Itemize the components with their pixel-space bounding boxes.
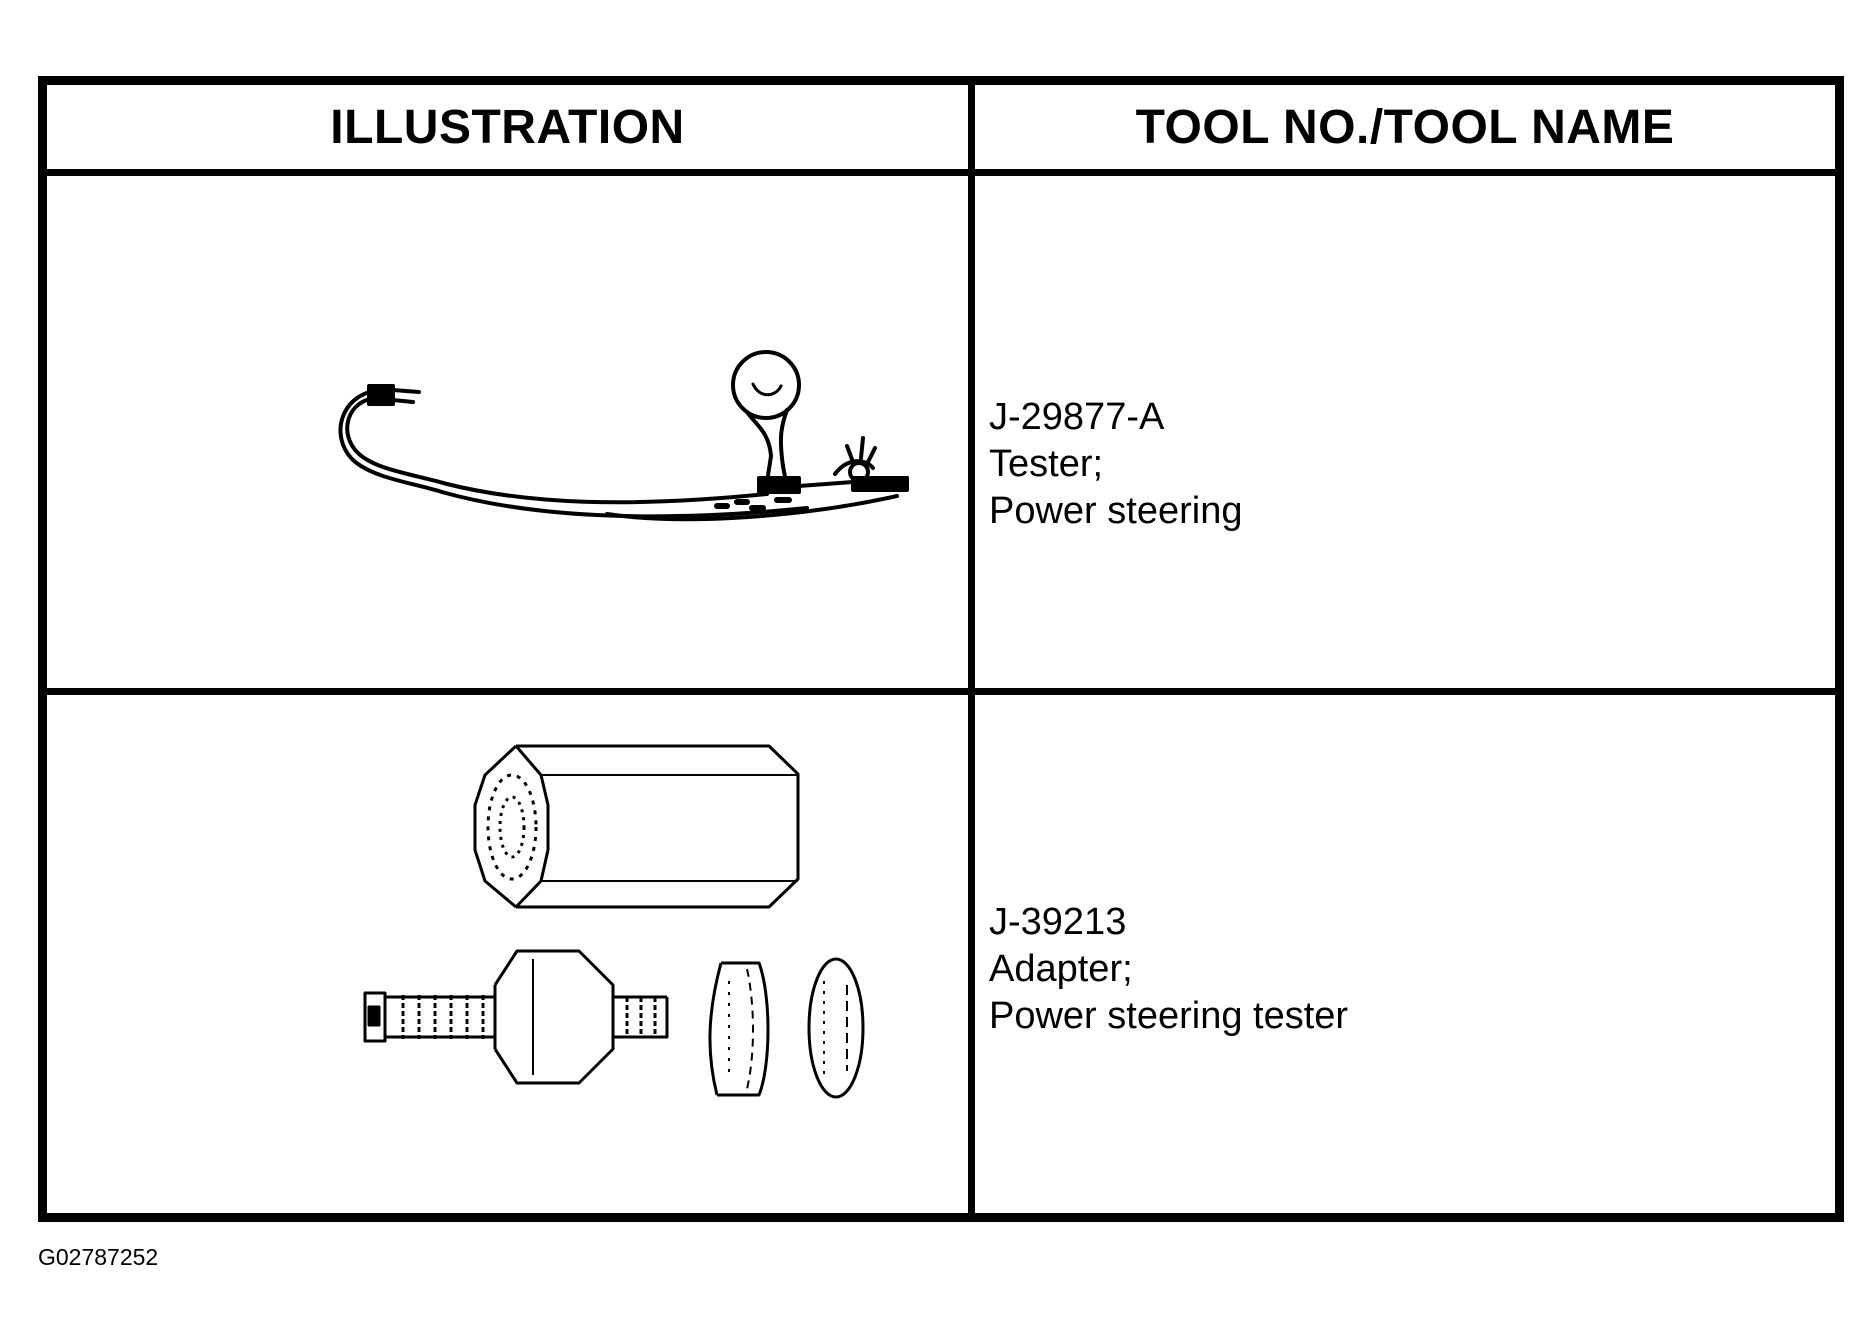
tool-number: J-29877-A (989, 396, 1165, 438)
tool-number: J-39213 (989, 900, 1127, 943)
tool-name-line2: Power steering (989, 490, 1243, 532)
header-illustration-cell: ILLUSTRATION (47, 85, 975, 176)
tool-name-line1: Tester; (989, 443, 1104, 485)
special-tools-table: ILLUSTRATION TOOL NO./TOOL NAME (38, 76, 1844, 1222)
header-tool-name: TOOL NO./TOOL NAME (1135, 100, 1675, 154)
tool-info-1: J-29877-A Tester; Power steering (989, 394, 1242, 535)
power-steering-tester-icon (338, 350, 909, 522)
tool-cell-1: J-29877-A Tester; Power steering (975, 176, 1835, 695)
illustration-cell-2 (47, 694, 975, 1213)
tool-info-2: J-39213 Adapter; Power steering tester (989, 899, 1348, 1040)
tool-name-line2: Power steering tester (989, 994, 1349, 1037)
header-illustration: ILLUSTRATION (330, 100, 685, 154)
figure-id: G02787252 (38, 1244, 159, 1270)
tool-cell-2: J-39213 Adapter; Power steering tester (975, 695, 1835, 1214)
header-tool-cell: TOOL NO./TOOL NAME (975, 85, 1835, 176)
adapter-set-icon (363, 744, 865, 1098)
illustration-cell-1 (47, 176, 975, 695)
tool-name-line1: Adapter; (989, 947, 1133, 990)
